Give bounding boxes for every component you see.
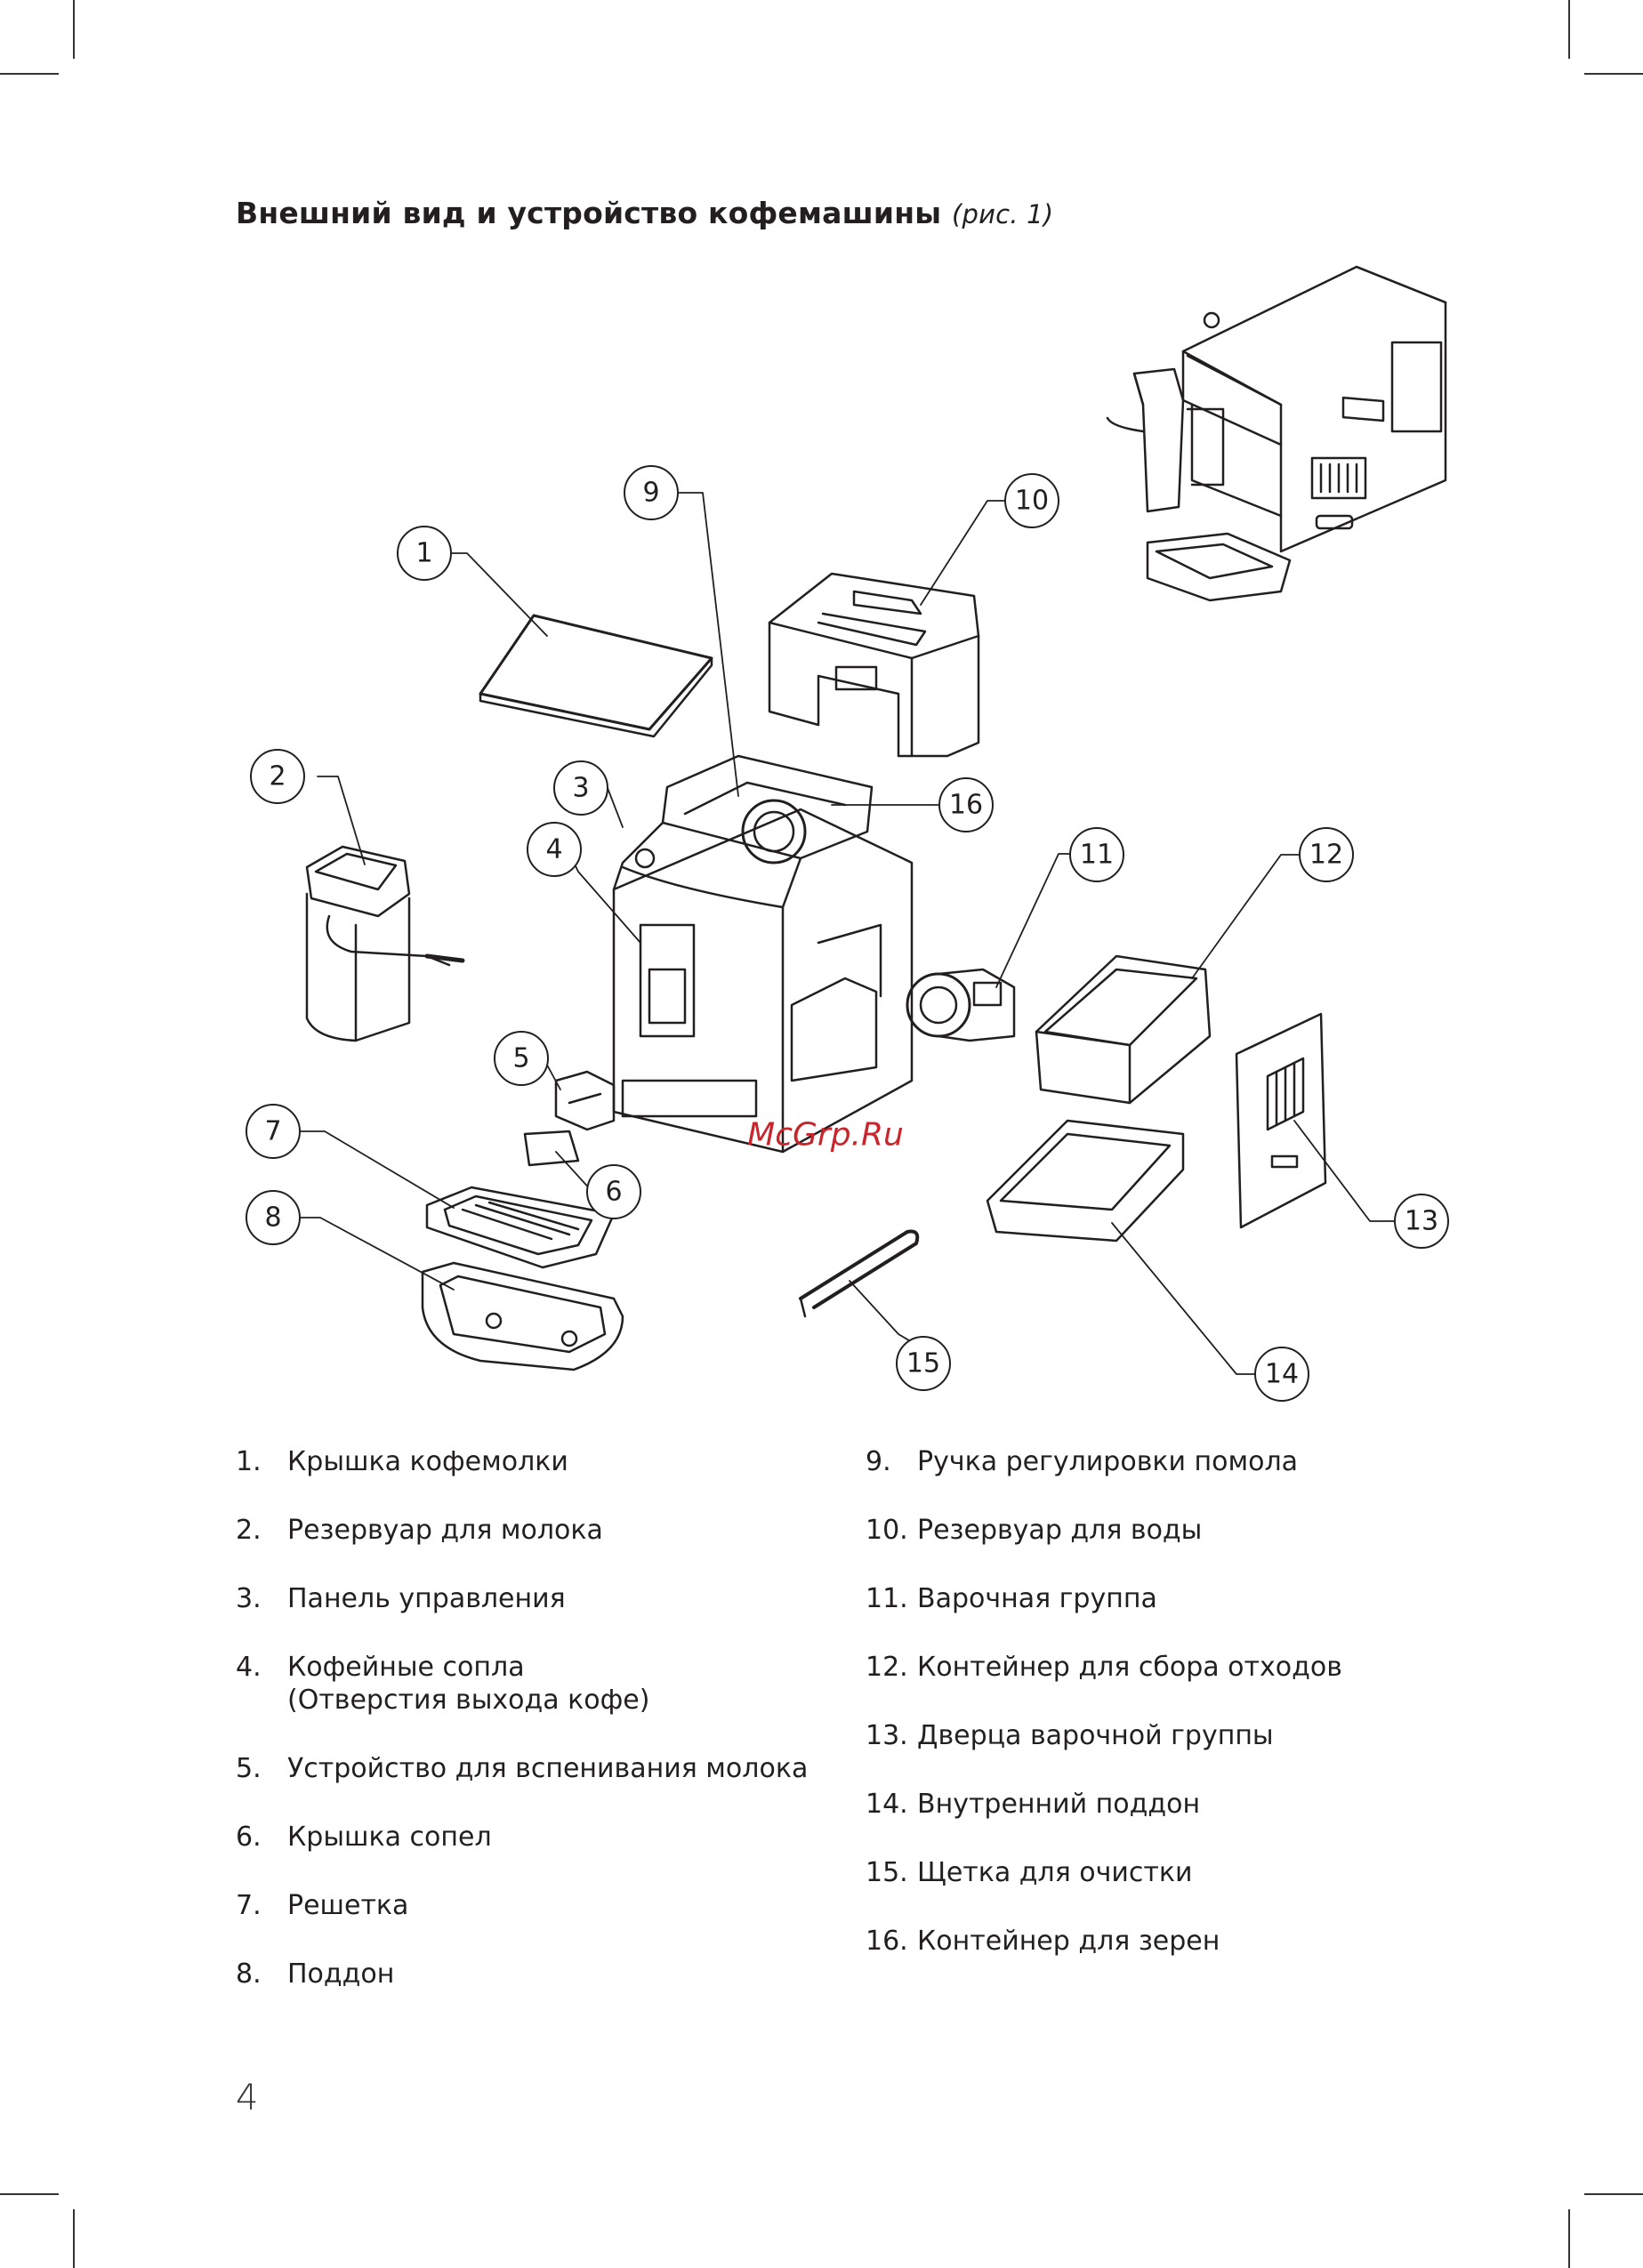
item-number: 3.: [236, 1583, 262, 1614]
callout-8: 8: [264, 1202, 281, 1234]
list-item: 1. Крышка кофемолки: [236, 1445, 858, 1478]
list-item: 6. Крышка сопел: [236, 1821, 858, 1854]
list-item: 4. Кофейные сопла (Отверстия выхода кофе): [236, 1651, 858, 1717]
callout-9: 9: [642, 478, 659, 509]
callout-4: 4: [545, 834, 562, 865]
callout-12: 12: [1309, 840, 1343, 871]
list-item: 3. Панель управления: [236, 1582, 858, 1615]
part-cleaning-brush: [799, 1229, 920, 1318]
item-label: Резервуар для воды: [917, 1515, 1203, 1546]
list-item: 9. Ручка регулировки помола: [866, 1445, 1488, 1478]
crop-mark: [0, 2193, 59, 2195]
item-label: Ручка регулировки помола: [917, 1446, 1299, 1477]
item-label: Резервуар для молока: [287, 1515, 603, 1546]
list-item: 14. Внутренний поддон: [866, 1788, 1488, 1821]
callout-10: 10: [1015, 486, 1049, 517]
part-drip-tray: [421, 1261, 624, 1371]
part-milk-frother: [554, 1070, 616, 1131]
part-waste-container: [1035, 954, 1212, 1105]
item-label: Варочная группа: [917, 1583, 1157, 1614]
callout-1: 1: [415, 538, 432, 569]
part-brewing-group: [906, 968, 1016, 1042]
part-inner-tray: [986, 1119, 1185, 1243]
part-grinder-lid: [479, 614, 713, 738]
list-item: 11. Варочная группа: [866, 1582, 1488, 1615]
part-drip-grid: [425, 1186, 616, 1269]
list-item: 15. Щетка для очистки: [866, 1856, 1488, 1889]
item-label: Поддон: [287, 1958, 395, 1990]
crop-mark: [1584, 73, 1643, 75]
assembled-machine-illustration: [1106, 265, 1447, 602]
list-item: 10. Резервуар для воды: [866, 1514, 1488, 1547]
list-item: 13. Дверца варочной группы: [866, 1719, 1488, 1752]
page-number: 4: [236, 2078, 259, 2119]
item-number: 16.: [866, 1926, 908, 1957]
crop-mark: [1568, 0, 1570, 59]
item-number: 12.: [866, 1652, 908, 1683]
item-number: 13.: [866, 1720, 908, 1751]
callout-15: 15: [906, 1348, 940, 1379]
part-machine-body: [612, 754, 914, 1154]
callout-7: 7: [264, 1116, 281, 1147]
part-brewing-group-door: [1235, 1012, 1327, 1229]
item-number: 10.: [866, 1515, 908, 1546]
crop-mark: [73, 2209, 75, 2268]
item-label: Крышка кофемолки: [287, 1446, 568, 1477]
item-label: Щетка для очистки: [917, 1857, 1193, 1888]
item-label: Контейнер для зерен: [917, 1926, 1220, 1957]
list-item: 2. Резервуар для молока: [236, 1514, 858, 1547]
item-number: 1.: [236, 1446, 262, 1477]
item-number: 9.: [866, 1446, 891, 1477]
item-number: 8.: [236, 1958, 262, 1990]
list-item: 7. Решетка: [236, 1889, 858, 1922]
parts-list-left: 1. Крышка кофемолки 2. Резервуар для молок…: [236, 1445, 858, 2026]
crop-mark: [1584, 2193, 1643, 2195]
title-main: Внешний вид и устройство кофемашины: [236, 196, 942, 230]
list-item: 5. Устройство для вспенивания молока: [236, 1752, 858, 1785]
item-number: 2.: [236, 1515, 262, 1546]
list-item: 16. Контейнер для зерен: [866, 1925, 1488, 1958]
item-number: 4.: [236, 1652, 262, 1683]
item-label: Дверца варочной группы: [917, 1720, 1274, 1751]
title-figure-ref: (рис. 1): [951, 199, 1054, 229]
part-nozzle-cover: [523, 1130, 580, 1167]
part-water-tank: [768, 572, 980, 758]
item-label: Решетка: [287, 1890, 409, 1921]
callout-11: 11: [1080, 840, 1114, 871]
callout-6: 6: [605, 1177, 622, 1208]
crop-mark: [73, 0, 75, 59]
page-title: Внешний вид и устройство кофемашины (рис…: [236, 196, 1053, 230]
part-milk-reservoir: [305, 845, 465, 1042]
item-label: Панель управления: [287, 1583, 566, 1614]
callout-13: 13: [1405, 1206, 1438, 1237]
callout-markers: [246, 465, 1449, 1402]
item-label: Внутренний поддон: [917, 1789, 1201, 1820]
parts-list-right: 9. Ручка регулировки помола 10. Резервуар …: [866, 1445, 1488, 1993]
item-number: 14.: [866, 1789, 908, 1820]
crop-mark: [0, 73, 59, 75]
leader-lines: [299, 492, 1396, 1375]
crop-mark: [1568, 2209, 1570, 2268]
item-number: 7.: [236, 1890, 262, 1921]
watermark: McGrp.Ru: [747, 1117, 904, 1154]
item-label: Контейнер для сбора отходов: [917, 1652, 1342, 1683]
callout-2: 2: [269, 761, 286, 792]
item-label: Крышка сопел: [287, 1822, 492, 1853]
item-number: 11.: [866, 1583, 908, 1614]
item-label: Кофейные сопла (Отверстия выхода кофе): [287, 1652, 650, 1716]
item-number: 6.: [236, 1822, 262, 1853]
list-item: 8. Поддон: [236, 1958, 858, 1991]
callout-14: 14: [1265, 1359, 1299, 1390]
callout-3: 3: [572, 773, 589, 804]
item-number: 5.: [236, 1753, 262, 1784]
callout-16: 16: [949, 790, 983, 821]
item-number: 15.: [866, 1857, 908, 1888]
list-item: 12. Контейнер для сбора отходов: [866, 1651, 1488, 1684]
callout-5: 5: [512, 1043, 529, 1074]
item-label: Устройство для вспенивания молока: [287, 1753, 809, 1784]
exploded-diagram: 1 2 3 4 5 6 7 8 9 10 11 12 13 14 15 16 M…: [246, 265, 1449, 1402]
